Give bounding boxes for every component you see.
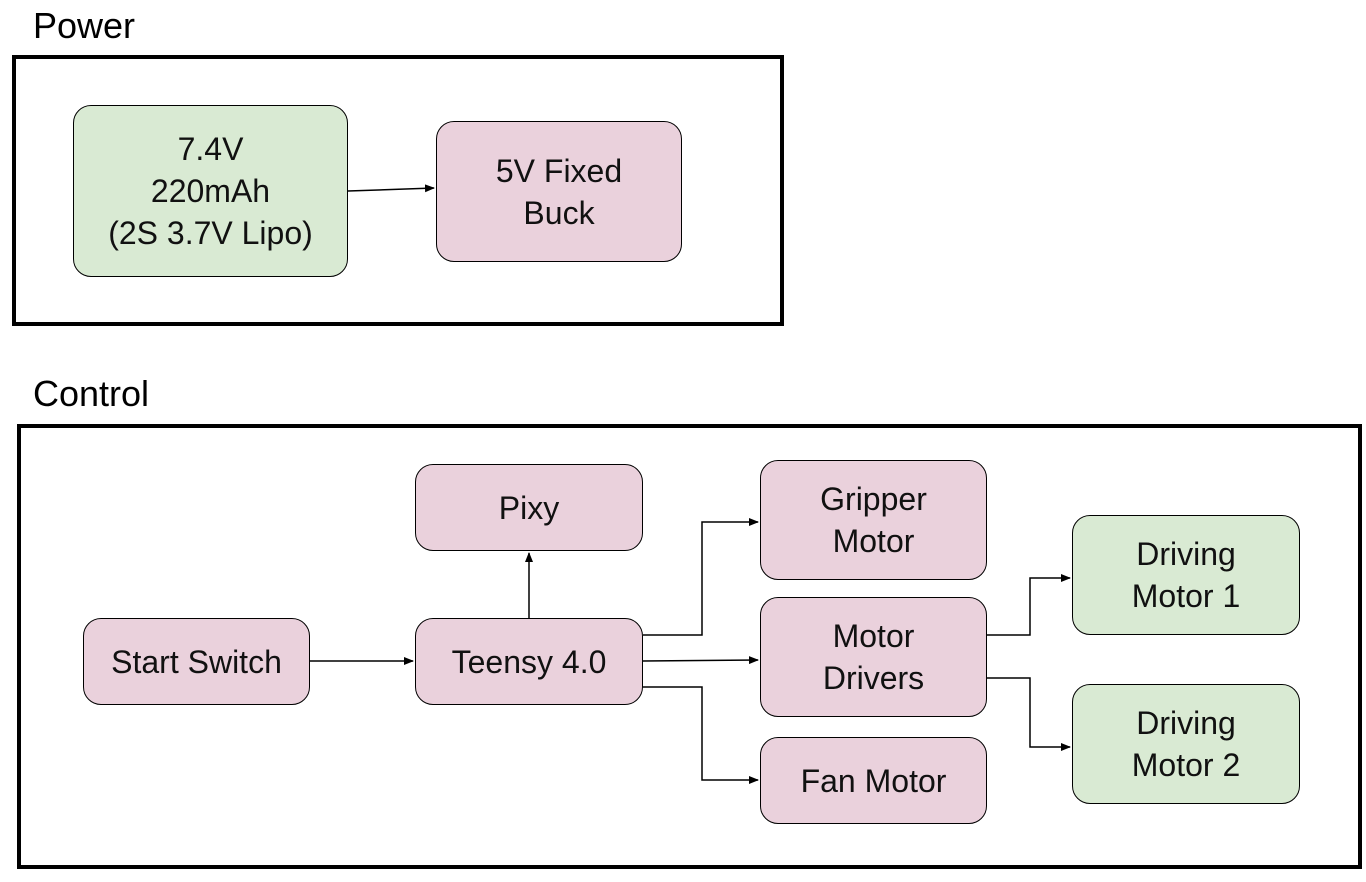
driving-motor-2-label-line2: Motor 2 [1131, 747, 1241, 783]
gripper-motor-block: Gripper Motor [760, 460, 987, 580]
pixy-block: Pixy [415, 464, 643, 551]
teensy-label: Teensy 4.0 [451, 643, 607, 680]
teensy-to-fan-arrow [643, 686, 759, 784]
motor-drivers-label-line2: Drivers [822, 660, 925, 696]
buck-label-line2: Buck [523, 194, 595, 231]
control-section-frame [17, 424, 1362, 869]
gripper-motor-label-line1: Gripper [820, 481, 927, 517]
pixy-label: Pixy [498, 489, 560, 526]
battery-type-label: (2S 3.7V Lipo) [108, 215, 313, 251]
driving-motor-2-block: Driving Motor 2 [1072, 684, 1300, 804]
teensy-block: Teensy 4.0 [415, 618, 643, 705]
power-section-title: Power [33, 5, 136, 46]
fan-motor-label: Fan Motor [800, 762, 947, 799]
gripper-motor-label-line2: Motor [832, 523, 915, 559]
battery-capacity-label: 220mAh [150, 173, 271, 209]
battery-voltage-label: 7.4V [177, 131, 244, 167]
motor-drivers-label-line1: Motor [832, 618, 915, 654]
teensy-to-motor-drivers-arrow [642, 656, 759, 665]
driving-motor-2-label-line1: Driving [1136, 705, 1236, 741]
power-section-frame [12, 55, 784, 326]
driving-motor-1-label-line1: Driving [1136, 536, 1236, 572]
battery-to-buck-arrow [347, 184, 435, 193]
teensy-to-gripper-arrow [643, 518, 759, 636]
fan-motor-block: Fan Motor [760, 737, 987, 824]
motor-drivers-block: Motor Drivers [760, 597, 987, 717]
drivers-to-driving-motor-1-arrow [987, 574, 1071, 636]
battery-block: 7.4V 220mAh (2S 3.7V Lipo) [73, 105, 348, 277]
driving-motor-1-label-line2: Motor 1 [1131, 578, 1241, 614]
start-switch-label: Start Switch [111, 643, 282, 680]
buck-converter-block: 5V Fixed Buck [436, 121, 682, 262]
driving-motor-1-block: Driving Motor 1 [1072, 515, 1300, 635]
drivers-to-driving-motor-2-arrow [987, 677, 1071, 751]
control-section-title: Control [33, 373, 150, 414]
buck-label-line1: 5V Fixed [495, 152, 623, 189]
start-switch-block: Start Switch [83, 618, 310, 705]
